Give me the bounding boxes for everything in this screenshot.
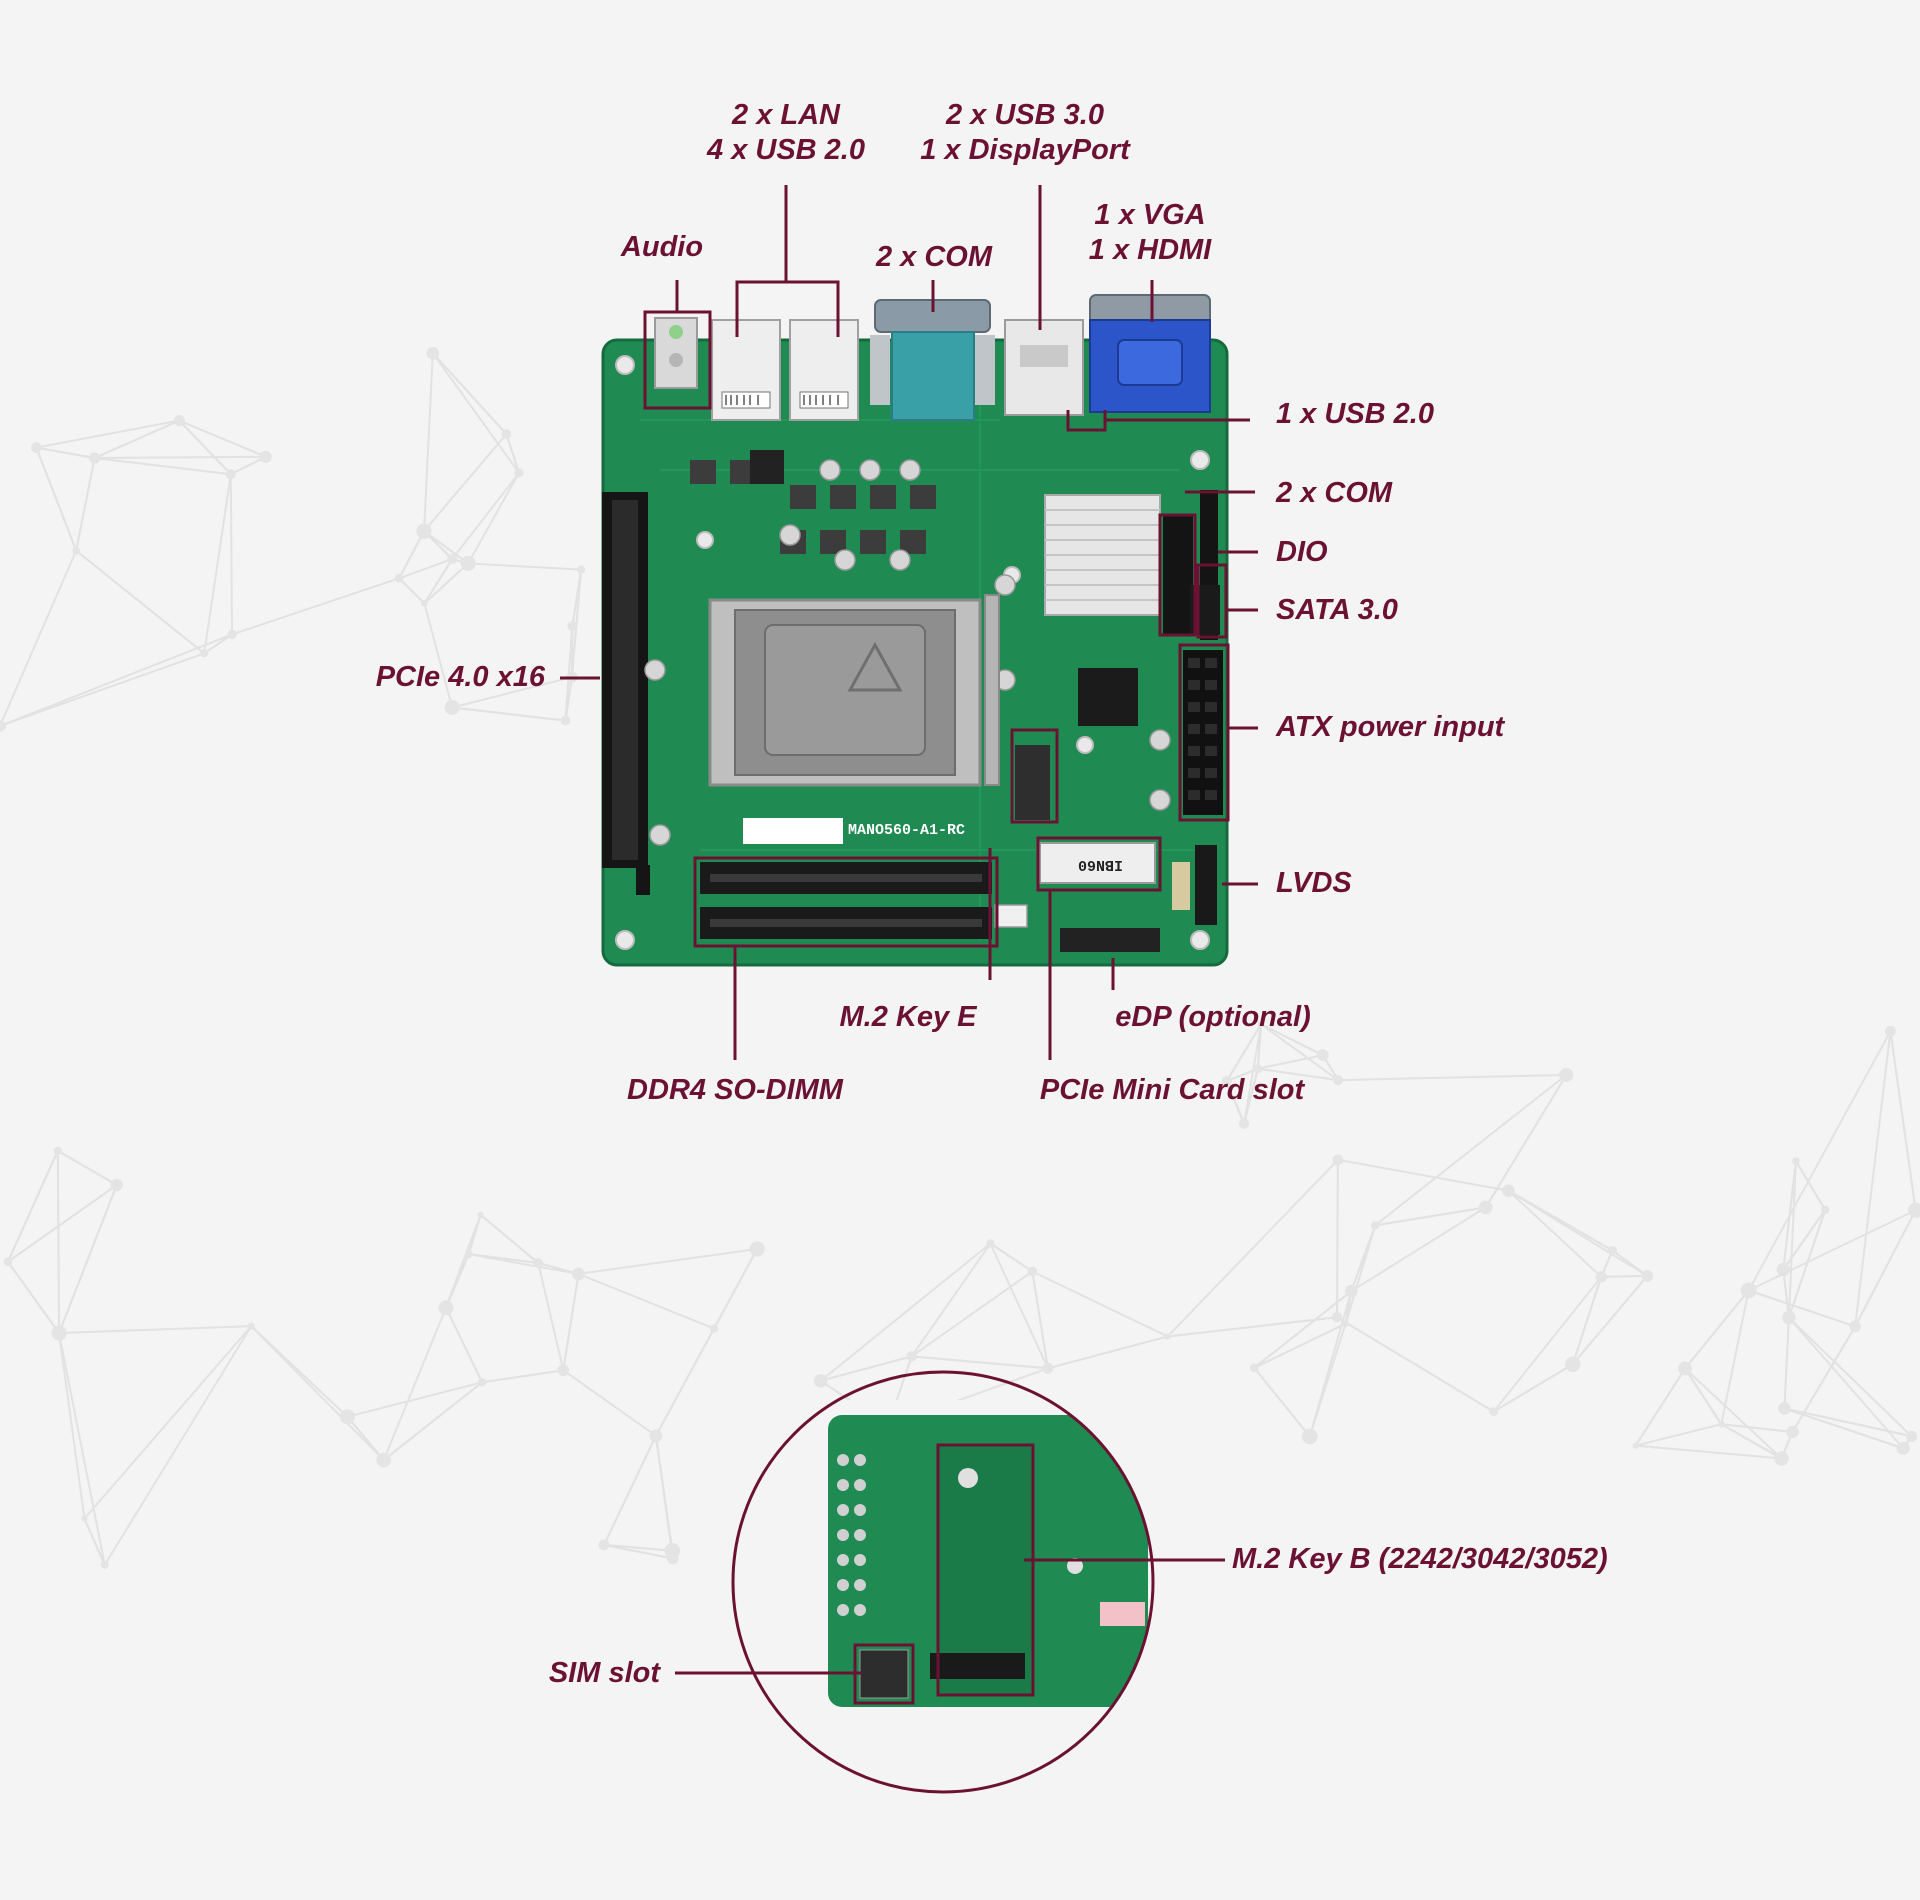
label-m2-key-b: M.2 Key B (2242/3042/3052) [1232, 1543, 1608, 1575]
label-m2-key-e: M.2 Key E [839, 1001, 977, 1033]
label-vga-line1: 1 x VGA [1094, 199, 1206, 231]
label-ddr4: DDR4 SO-DIMM [627, 1074, 843, 1106]
label-usb3-dp: 2 x USB 3.0 1 x DisplayPort [920, 98, 1130, 168]
board-model-text: MANO560-A1-RC [848, 822, 966, 839]
label-vga-hdmi: 1 x VGA 1 x HDMI [1089, 198, 1211, 268]
label-com-right: 2 x COM [1276, 477, 1393, 509]
label-lan-line1: 2 x LAN [732, 99, 840, 131]
label-lan-line2: 4 x USB 2.0 [707, 134, 865, 166]
label-com-top: 2 x COM [875, 241, 993, 273]
label-vga-line2: 1 x HDMI [1088, 234, 1212, 266]
label-lan-usb: 2 x LAN 4 x USB 2.0 [707, 98, 865, 168]
label-minicard: PCIe Mini Card slot [1039, 1074, 1305, 1106]
label-dio: DIO [1276, 536, 1328, 568]
label-usb2: 1 x USB 2.0 [1276, 398, 1434, 430]
label-pcie: PCIe 4.0 x16 [375, 661, 545, 693]
label-sim: SIM slot [548, 1657, 660, 1689]
label-atx: ATX power input [1276, 711, 1505, 743]
label-edp: eDP (optional) [1115, 1001, 1311, 1033]
label-usb3-line2: 1 x DisplayPort [920, 134, 1130, 166]
label-audio: Audio [620, 231, 704, 263]
label-lvds: LVDS [1276, 867, 1352, 899]
label-usb3-line1: 2 x USB 3.0 [946, 99, 1104, 131]
label-sata: SATA 3.0 [1276, 594, 1398, 626]
